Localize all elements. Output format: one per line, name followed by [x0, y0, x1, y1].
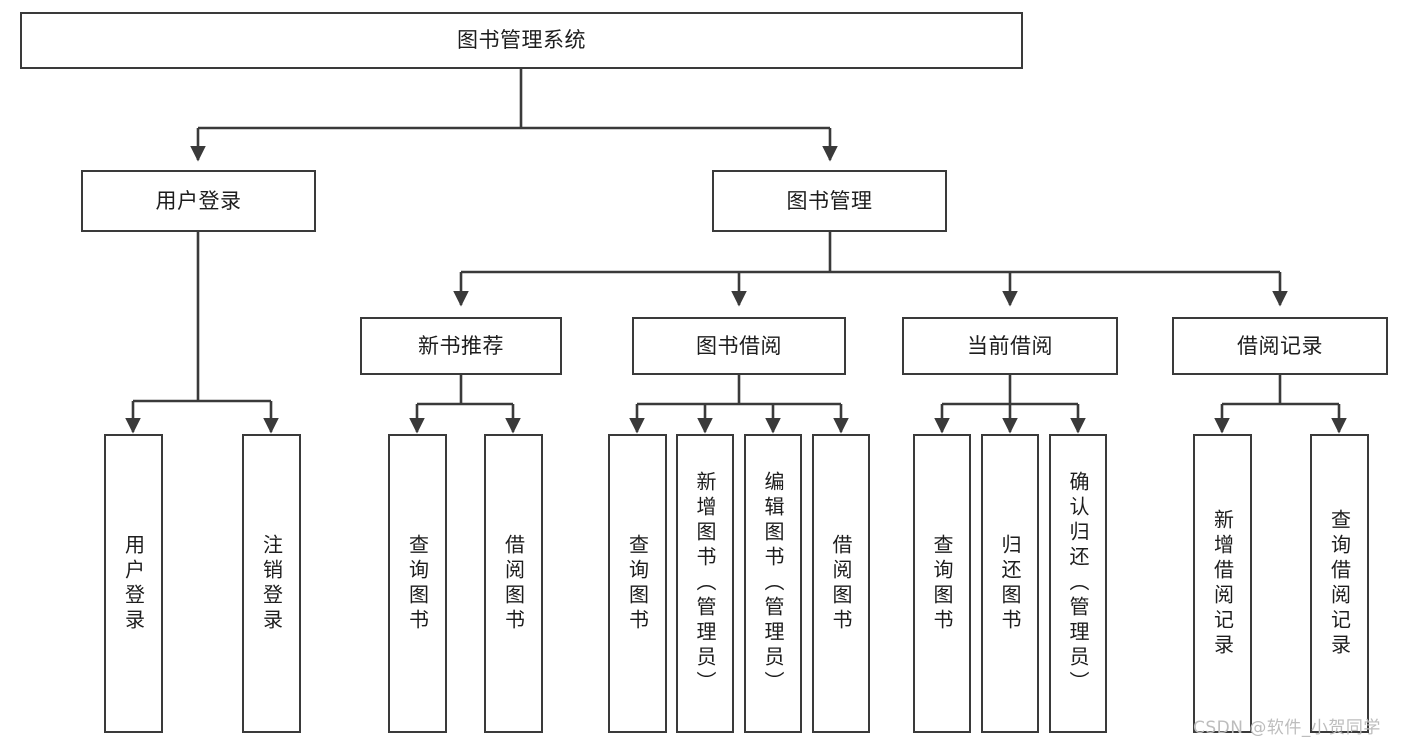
node-label: 用户登录 [121, 533, 146, 634]
node-label: 查询图书 [405, 533, 430, 634]
node-label: 新增图书（管理员） [693, 471, 717, 696]
node-label: 新书推荐 [418, 333, 504, 358]
node-label: 编辑图书（管理员） [761, 471, 785, 696]
node-label: 用户登录 [155, 188, 242, 213]
node-label: 新增借阅记录 [1210, 508, 1235, 659]
leaf-query-book-borrow[interactable]: 查询图书 [608, 434, 667, 733]
node-label: 查询图书 [930, 533, 954, 634]
leaf-edit-book-admin[interactable]: 编辑图书（管理员） [744, 434, 802, 733]
node-label: 查询图书 [625, 533, 650, 634]
node-label: 归还图书 [998, 533, 1022, 634]
node-root-system[interactable]: 图书管理系统 [20, 12, 1023, 69]
leaf-borrow-book[interactable]: 借阅图书 [812, 434, 870, 733]
node-book-management[interactable]: 图书管理 [712, 170, 947, 232]
node-label: 当前借阅 [967, 333, 1053, 358]
leaf-add-book-admin[interactable]: 新增图书（管理员） [676, 434, 734, 733]
leaf-confirm-return-admin[interactable]: 确认归还（管理员） [1049, 434, 1107, 733]
node-current-borrow[interactable]: 当前借阅 [902, 317, 1118, 375]
node-label: 借阅图书 [829, 533, 853, 634]
node-label: 借阅图书 [501, 533, 526, 634]
leaf-query-book-recommend[interactable]: 查询图书 [388, 434, 447, 733]
leaf-logout-login[interactable]: 注销登录 [242, 434, 301, 733]
node-borrow-record[interactable]: 借阅记录 [1172, 317, 1388, 375]
node-label: 注销登录 [259, 533, 284, 634]
leaf-user-login[interactable]: 用户登录 [104, 434, 163, 733]
node-user-login[interactable]: 用户登录 [81, 170, 316, 232]
csdn-watermark: CSDN @软件_小贺同学 [1193, 718, 1381, 738]
leaf-query-book-current[interactable]: 查询图书 [913, 434, 971, 733]
node-label: 确认归还（管理员） [1066, 471, 1090, 696]
leaf-borrow-book-recommend[interactable]: 借阅图书 [484, 434, 543, 733]
node-book-borrow[interactable]: 图书借阅 [632, 317, 846, 375]
leaf-return-book[interactable]: 归还图书 [981, 434, 1039, 733]
node-label: 图书管理 [786, 188, 873, 213]
node-label: 图书借阅 [696, 333, 782, 358]
node-label: 图书管理系统 [457, 28, 586, 53]
node-label: 借阅记录 [1237, 333, 1323, 358]
leaf-query-borrow-record[interactable]: 查询借阅记录 [1310, 434, 1369, 733]
leaf-add-borrow-record[interactable]: 新增借阅记录 [1193, 434, 1252, 733]
node-label: 查询借阅记录 [1327, 508, 1352, 659]
node-new-book-recommend[interactable]: 新书推荐 [360, 317, 562, 375]
